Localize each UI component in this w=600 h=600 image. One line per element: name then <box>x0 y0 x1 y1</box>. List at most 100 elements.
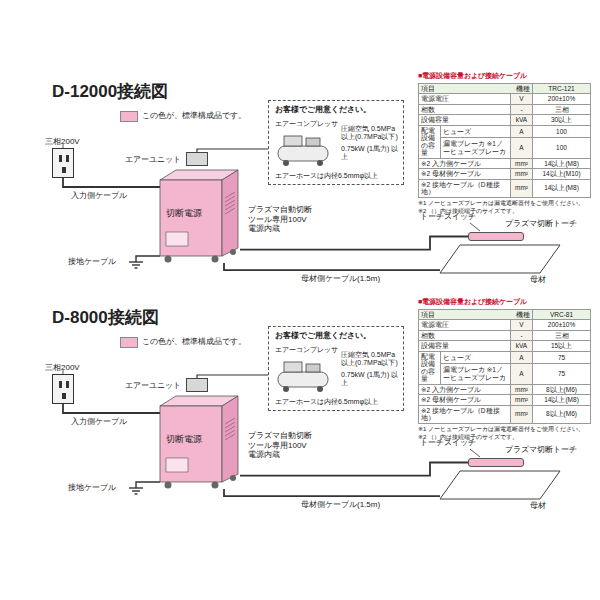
table-cell-text: mm² <box>515 184 528 191</box>
cable <box>63 404 160 413</box>
table-cell: 電源電圧 <box>419 94 511 104</box>
spec-text: 0.75kW (1馬力) 以上 <box>341 371 401 388</box>
table-cell-text: kVA <box>516 342 527 349</box>
feature-note: プラズマ自動切断ツール専用100V電源内蔵 <box>248 431 314 460</box>
table-cell-text: 相数 <box>421 332 435 339</box>
table-cell-text: ※2 接地ケーブル（D種接地） <box>421 407 500 421</box>
table-cell-text: mm² <box>515 170 528 177</box>
drawing-part <box>59 155 62 162</box>
table-cell-text: 14以上(M8) <box>544 396 579 403</box>
table-cell: ※2 接地ケーブル（D種接地） <box>419 179 511 197</box>
plasma-torch: プラズマ切断トーチ <box>468 458 524 467</box>
part-name: 切断電源 <box>166 434 202 445</box>
air-unit: エアーユニット <box>186 378 208 392</box>
table-cell-text: 100 <box>556 144 567 151</box>
three-phase-outlet: 三相200V <box>52 148 74 178</box>
header-cell: 項目 <box>421 311 435 318</box>
spec-text: エアーホースは内径6.5mmφ以上 <box>275 398 399 406</box>
part-name: 母材 <box>530 275 546 285</box>
table-cell: 三相 <box>533 330 591 340</box>
table-cell: V <box>511 94 533 104</box>
table-cell-text: mm² <box>515 386 528 393</box>
table-cell-text: mm² <box>515 410 528 417</box>
drawing-part <box>222 170 238 256</box>
part-name: 母材 <box>530 501 546 511</box>
note-heading: お客様でご用意ください。 <box>275 331 371 341</box>
table-row: 漏電ブレーカ ※1ノーヒューズブレーカA100 <box>419 137 591 158</box>
diagram-title: D-8000接続図 <box>52 308 159 328</box>
customer-supply-box: お客様でご用意ください。圧縮空気 0.5MPa以上(0.7MPa以下)0.75k… <box>268 326 404 411</box>
model-name: TRC-121 <box>548 85 574 92</box>
cable <box>224 263 440 270</box>
drawing-part <box>165 256 172 263</box>
table-row: 電源電圧V200±10% <box>419 94 591 104</box>
table-cell-text: 漏電ブレーカ ※1ノーヒューズブレーカ <box>443 366 506 380</box>
table-cell: 8以上(M6) <box>533 384 591 394</box>
part-name: プラズマ切断トーチ <box>505 219 577 229</box>
cutting-power-supply: 切断電源 <box>160 394 240 489</box>
table-body: 項目機種TRC-121電源電圧V200±10%相数-三相設備容量kVA30以上配… <box>419 84 591 198</box>
table-cell-text: ※2 入力側ケーブル <box>421 160 481 167</box>
table-cell: 設備容量 <box>419 115 511 125</box>
table-cell-text: ヒューズ <box>443 128 471 135</box>
drawing-part <box>160 406 222 482</box>
table-cell: - <box>511 104 533 114</box>
table-cell-text: A <box>519 128 523 135</box>
table-row: 相数-三相 <box>419 330 591 340</box>
table-cell: 100 <box>533 137 591 158</box>
part-name: エアーコンプレッサ <box>275 120 338 128</box>
table-cell-text: 14以上(M8) <box>544 184 579 191</box>
table-cell: ヒューズ <box>441 125 511 137</box>
part-name: エアーユニット <box>125 381 181 391</box>
footnote: ※2 （）内は接続端子のサイズです。 <box>418 434 590 441</box>
air-unit: エアーユニット <box>186 152 208 166</box>
table-row: ※2 入力側ケーブルmm²14以上(M8) <box>419 158 591 168</box>
table-cell-text: 相数 <box>421 106 435 113</box>
base-metal: 母材 <box>440 245 560 273</box>
table-cell-text: mm² <box>515 396 528 403</box>
voltage-label: 三相200V <box>45 137 80 147</box>
part-name: 切断電源 <box>166 208 202 219</box>
legend-swatch <box>120 337 138 348</box>
drawing-part <box>317 160 323 166</box>
table-cell: 15以上 <box>533 341 591 351</box>
compressor-drawing <box>275 131 333 167</box>
table-cell-text: ※2 入力側ケーブル <box>421 386 481 393</box>
legend-text: この色が、標準構成品です。 <box>142 337 246 347</box>
table-cell: 75 <box>533 363 591 384</box>
table-row: 電源電圧V200±10% <box>419 320 591 330</box>
table-cell: VRC-81 <box>533 310 591 320</box>
drawing-part <box>225 208 235 214</box>
table-cell: ※2 入力側ケーブル <box>419 158 511 168</box>
cable-label: 入力側ケーブル <box>70 417 128 427</box>
table-cell-text: 15以上 <box>551 342 572 349</box>
table-cell: ヒューズ <box>441 351 511 363</box>
table-cell: ※2 入力側ケーブル <box>419 384 511 394</box>
drawing-part <box>129 487 143 488</box>
drawing-part <box>135 493 138 494</box>
note-heading: お客様でご用意ください。 <box>275 105 371 115</box>
table-cell-text: ※2 母材側ケーブル <box>421 396 481 403</box>
table-row: ※2 母材側ケーブルmm²14以上(M10) <box>419 169 591 179</box>
header-cell: 機種 <box>516 85 530 92</box>
table-cell: 漏電ブレーカ ※1ノーヒューズブレーカ <box>441 137 511 158</box>
legend-swatch <box>120 111 138 122</box>
drawing-part <box>317 386 323 392</box>
footnote: ※1 ノーヒューズブレーカは漏電遮断器付をご使用ください。 <box>418 426 590 433</box>
spec-table: 項目機種VRC-81電源電圧V200±10%相数-三相設備容量kVA15以上配電… <box>418 309 591 424</box>
table-cell-text: mm² <box>515 160 528 167</box>
table-cell: kVA <box>511 341 533 351</box>
base-metal-drawing <box>440 245 560 273</box>
table-cell-text: A <box>519 354 523 361</box>
ground-wire <box>129 256 160 494</box>
table-cell-text: 100 <box>556 128 567 135</box>
table-cell: ※2 接地ケーブル（D種接地） <box>419 405 511 423</box>
drawing-part <box>306 138 320 146</box>
table-row: 項目機種TRC-121 <box>419 84 591 94</box>
table-row: 配電設備の容量ヒューズA100 <box>419 125 591 137</box>
table-cell-text: 配電設備の容量 <box>421 353 435 382</box>
table-cell: mm² <box>511 169 533 179</box>
table-cell-text: 漏電ブレーカ ※1ノーヒューズブレーカ <box>443 140 506 154</box>
customer-supply-box: お客様でご用意ください。圧縮空気 0.5MPa以上(0.7MPa以下)0.75k… <box>268 100 404 185</box>
drawing-part <box>470 223 480 231</box>
